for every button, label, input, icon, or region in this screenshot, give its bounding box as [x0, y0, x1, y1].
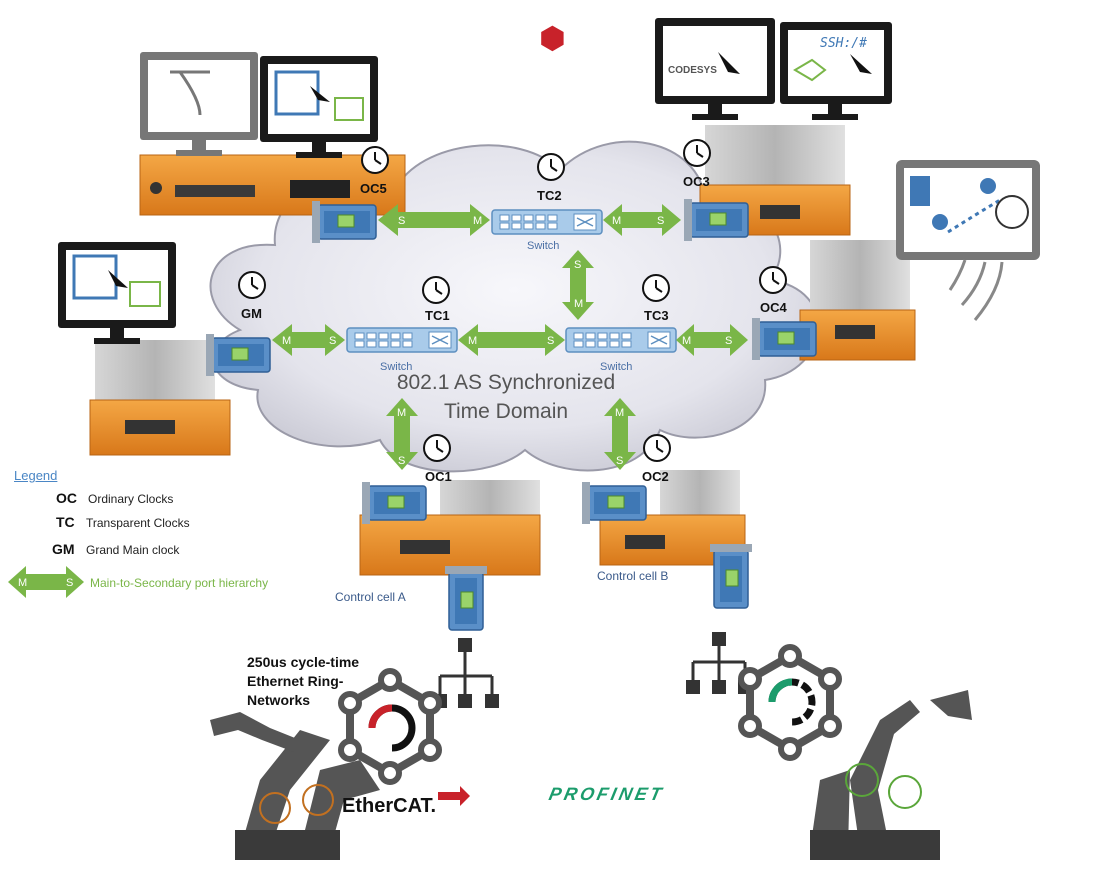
port-s-tc2-down: S: [574, 259, 581, 271]
monitor-diagram-editor: [140, 52, 258, 156]
legend-code-tc: TC: [56, 514, 75, 530]
cycle-text-line1: 250us cycle-time: [247, 654, 359, 670]
arrow-tc2-tc3: [562, 250, 594, 320]
domain-title-line2: Time Domain: [444, 400, 568, 423]
label-oc2: OC2: [642, 469, 669, 484]
cycle-text-line3: Networks: [247, 692, 310, 708]
arrow-tc1-tc3: [458, 324, 565, 356]
codesys-screen-text: CODESYS: [668, 65, 717, 76]
hex-ring-cell-b: [738, 644, 842, 761]
industrial-pc-oc3: [699, 125, 851, 236]
legend-title: Legend: [14, 468, 58, 483]
ethercat-arrow-icon: [438, 786, 470, 806]
clock-oc3-icon: [683, 139, 711, 167]
hex-ring-cell-a: [338, 668, 442, 785]
port-s-oc2: S: [616, 455, 623, 467]
port-m-down-b: M: [615, 407, 624, 419]
port-m-tc2-left: M: [473, 215, 482, 227]
monitor-codesys: [541, 18, 775, 120]
arrow-domain-oc1: [386, 398, 418, 470]
legend-text-gm: Grand Main clock: [86, 543, 180, 557]
clock-tc1-icon: [422, 276, 450, 304]
nic-card-oc1: [361, 481, 427, 525]
monitor-3d-editor-gm: [58, 242, 176, 344]
label-oc5: OC5: [360, 181, 387, 196]
arrow-tc2-oc3: [603, 204, 681, 236]
nic-card-gm: [205, 333, 271, 377]
legend-arrow-s: S: [66, 577, 73, 589]
port-m-tc3-up: M: [574, 298, 583, 310]
clock-tc2-icon: [537, 153, 565, 181]
legend-text-tc: Transparent Clocks: [86, 516, 190, 530]
legend-arrow-m: M: [18, 577, 27, 589]
port-m-down-a: M: [397, 407, 406, 419]
industrial-pc-cell-a: [359, 480, 541, 576]
control-cell-a-label: Control cell A: [335, 590, 406, 604]
arrow-oc5-tc2: [378, 204, 490, 236]
port-s-tc3: S: [547, 335, 554, 347]
switch-label-tc2: Switch: [527, 240, 559, 252]
monitor-3d-editor-oc5: [260, 56, 378, 158]
clock-tc3-icon: [642, 274, 670, 302]
clock-oc5-icon: [361, 146, 389, 174]
port-s-oc3: S: [657, 215, 664, 227]
robot-arms-cell-b: [810, 690, 972, 860]
clock-gm-icon: [238, 271, 266, 299]
clock-oc1-icon: [423, 434, 451, 462]
label-gm: GM: [241, 306, 262, 321]
nic-card-cell-a: [444, 565, 488, 631]
sync-clocks-cell-b: [845, 763, 922, 809]
sync-clocks-cell-a: [259, 784, 334, 824]
switch-tc3: [565, 327, 677, 353]
legend-text-oc: Ordinary Clocks: [88, 492, 174, 506]
arrow-tc3-oc4: [676, 324, 748, 356]
link-arrows: [272, 204, 748, 470]
label-tc1: TC1: [425, 308, 450, 323]
network-tree-a: [433, 638, 499, 708]
legend-code-gm: GM: [52, 541, 75, 557]
label-tc2: TC2: [537, 188, 562, 203]
ethercat-logo: EtherCAT.: [342, 795, 436, 817]
domain-title-line1: 802.1 AS Synchronized: [397, 371, 615, 394]
legend-arrow-text: Main-to-Secondary port hierarchy: [90, 576, 269, 590]
industrial-pc-gm: [89, 340, 231, 456]
label-tc3: TC3: [644, 308, 669, 323]
nic-card-oc2: [581, 481, 647, 525]
clock-oc2-icon: [643, 434, 671, 462]
legend-arrow-icon: [8, 566, 84, 598]
port-m-tc1: M: [468, 335, 477, 347]
port-m-tc3: M: [682, 335, 691, 347]
port-s-oc5: S: [398, 215, 405, 227]
port-s-oc1: S: [398, 455, 405, 467]
nic-card-oc5: [311, 200, 377, 244]
control-cell-b-label: Control cell B: [597, 569, 668, 583]
arrow-gm-tc1: [272, 324, 345, 356]
label-oc4: OC4: [760, 300, 788, 315]
switch-label-tc3: Switch: [600, 361, 632, 373]
monitor-ssh: [780, 22, 892, 120]
tablet-ai-monitor: [896, 160, 1040, 321]
label-oc3: OC3: [683, 174, 710, 189]
arrow-domain-oc2: [604, 398, 636, 470]
clock-oc4-icon: [759, 266, 787, 294]
nic-card-cell-b: [709, 543, 753, 609]
switch-label-tc1: Switch: [380, 361, 412, 373]
industrial-pc-oc4: [799, 240, 916, 361]
port-m-gm: M: [282, 335, 291, 347]
cycle-text-line2: Ethernet Ring-: [247, 673, 344, 689]
port-s-tc1: S: [329, 335, 336, 347]
nic-card-oc4: [751, 317, 817, 361]
robot-arms-cell-a: [210, 712, 380, 860]
switch-tc2: [491, 209, 603, 235]
port-s-oc4: S: [725, 335, 732, 347]
legend-code-oc: OC: [56, 490, 77, 506]
label-oc1: OC1: [425, 469, 452, 484]
profinet-logo: PROFINET: [547, 784, 666, 804]
port-m-tc2-right: M: [612, 215, 621, 227]
ssh-screen-text: SSH:/#: [820, 36, 867, 51]
nic-card-oc3: [683, 198, 749, 242]
switch-tc1: [346, 327, 458, 353]
